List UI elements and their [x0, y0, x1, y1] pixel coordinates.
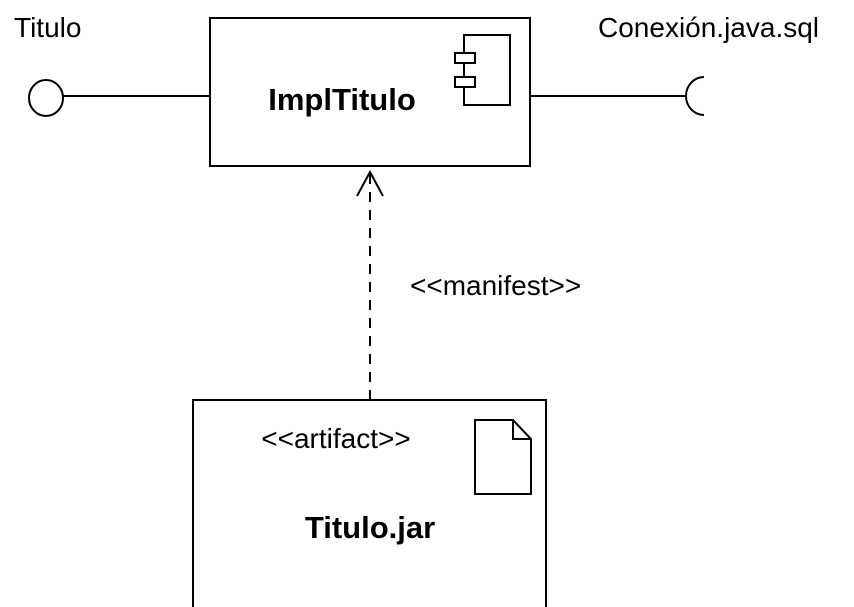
provided-interface: Titulo: [14, 12, 210, 117]
component-name: ImplTitulo: [268, 82, 416, 117]
component-icon: [454, 34, 511, 106]
required-interface-socket: [685, 76, 705, 116]
component-impltitulo: ImplTitulo: [209, 17, 531, 167]
artifact-stereotype: <<artifact>>: [261, 423, 410, 454]
required-interface-label: Conexión.java.sql: [598, 12, 819, 43]
provided-interface-ball: [28, 79, 64, 117]
manifest-dependency: <<manifest>>: [356, 169, 581, 400]
manifest-stereotype: <<manifest>>: [410, 270, 581, 301]
document-icon: [474, 419, 532, 495]
provided-interface-label: Titulo: [14, 12, 81, 43]
artifact-name: Titulo.jar: [305, 510, 435, 545]
dependency-arrowhead: [356, 169, 384, 197]
required-interface: Conexión.java.sql: [530, 12, 819, 116]
artifact-titulo-jar: <<artifact>> Titulo.jar: [192, 399, 547, 607]
